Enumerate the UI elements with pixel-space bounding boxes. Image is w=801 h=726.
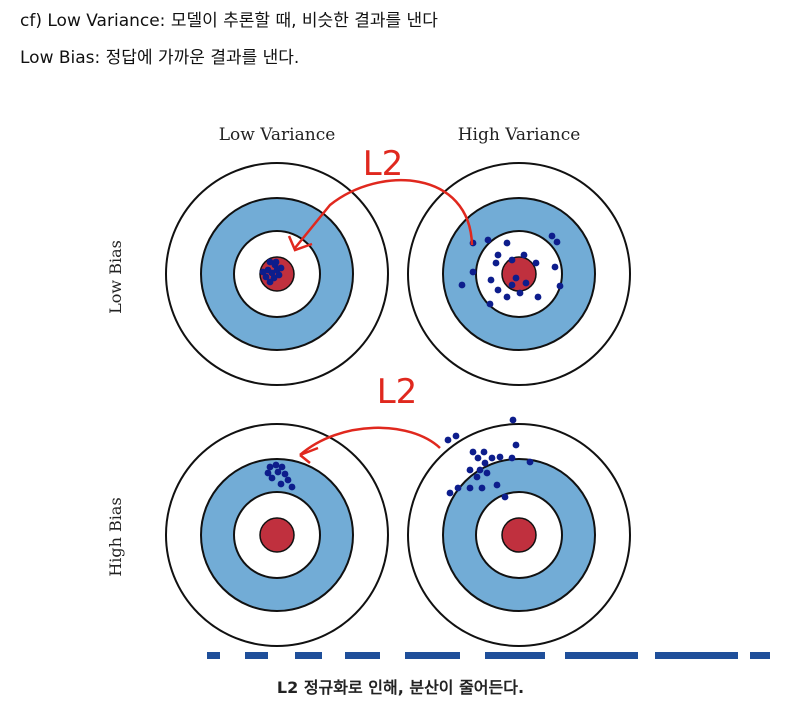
data-dot bbox=[516, 289, 524, 297]
data-dot bbox=[284, 476, 292, 484]
data-dot bbox=[512, 441, 520, 449]
data-dot bbox=[272, 461, 280, 469]
data-dot bbox=[275, 271, 283, 279]
data-dot bbox=[288, 483, 296, 491]
data-dot bbox=[444, 436, 452, 444]
data-dot bbox=[520, 251, 528, 259]
data-dot bbox=[259, 268, 267, 276]
data-dot bbox=[487, 276, 495, 284]
data-dot bbox=[501, 493, 509, 501]
data-dot bbox=[481, 459, 489, 467]
row-label-low-bias: Low Bias bbox=[106, 240, 125, 314]
data-dot bbox=[492, 259, 500, 267]
target-bullseye bbox=[259, 517, 295, 553]
data-dot bbox=[522, 279, 530, 287]
caption: L2 정규화로 인해, 분산이 줄어든다. bbox=[276, 678, 525, 697]
data-dot bbox=[503, 293, 511, 301]
intro-line-variance: cf) Low Variance: 모델이 추론할 때, 비슷한 결과를 낸다 bbox=[20, 11, 438, 31]
dash-segment bbox=[207, 652, 220, 659]
data-dot bbox=[266, 463, 274, 471]
dash-segment bbox=[345, 652, 380, 659]
data-dot bbox=[534, 293, 542, 301]
data-dot bbox=[494, 251, 502, 259]
dash-segment bbox=[295, 652, 322, 659]
data-dot bbox=[466, 484, 474, 492]
dash-segment bbox=[485, 652, 545, 659]
col-label-high-variance: High Variance bbox=[458, 125, 581, 145]
row-label-high-bias: High Bias bbox=[106, 497, 125, 576]
dash-segment bbox=[405, 652, 460, 659]
data-dot bbox=[488, 454, 496, 462]
col-label-low-variance: Low Variance bbox=[219, 125, 336, 145]
data-dot bbox=[266, 278, 274, 286]
data-dot bbox=[469, 268, 477, 276]
data-dot bbox=[452, 432, 460, 440]
data-dot bbox=[268, 474, 276, 482]
intro-line-bias: Low Bias: 정답에 가까운 결과를 낸다. bbox=[20, 48, 300, 68]
data-dot bbox=[493, 481, 501, 489]
data-dot bbox=[483, 469, 491, 477]
data-dot bbox=[503, 239, 511, 247]
dash-segment bbox=[655, 652, 738, 659]
data-dot bbox=[494, 286, 502, 294]
data-dot bbox=[526, 458, 534, 466]
data-dot bbox=[262, 273, 270, 281]
data-dot bbox=[551, 263, 559, 271]
data-dot bbox=[277, 264, 285, 272]
annotation-arrow-top bbox=[294, 179, 474, 249]
data-dot bbox=[278, 463, 286, 471]
target-high-variance-low-bias bbox=[407, 162, 631, 386]
dash-segment bbox=[565, 652, 638, 659]
data-dot bbox=[446, 489, 454, 497]
dashed-divider bbox=[207, 652, 770, 659]
dash-segment bbox=[750, 652, 770, 659]
data-dot bbox=[508, 454, 516, 462]
annotation-label-top: L2 bbox=[363, 144, 404, 184]
data-dot bbox=[548, 232, 556, 240]
data-dot bbox=[474, 454, 482, 462]
data-dot bbox=[556, 282, 564, 290]
target-bullseye bbox=[501, 256, 537, 292]
data-dot bbox=[508, 256, 516, 264]
annotation-arrowhead-top bbox=[287, 235, 313, 252]
data-dot bbox=[512, 274, 520, 282]
data-dot bbox=[473, 473, 481, 481]
data-dot bbox=[266, 258, 274, 266]
data-dot bbox=[466, 466, 474, 474]
target-high-variance-high-bias bbox=[407, 423, 631, 647]
data-dot bbox=[469, 448, 477, 456]
data-dot bbox=[458, 281, 466, 289]
data-dot bbox=[553, 238, 561, 246]
data-dot bbox=[277, 480, 285, 488]
data-dot bbox=[281, 470, 289, 478]
data-dot bbox=[264, 469, 272, 477]
data-dot bbox=[486, 300, 494, 308]
data-dot bbox=[272, 258, 280, 266]
annotation-arrow-bottom bbox=[299, 426, 441, 456]
annotation-arrowhead-bottom bbox=[299, 446, 319, 464]
annotation-label-bottom: L2 bbox=[377, 372, 418, 412]
target-low-variance-high-bias bbox=[165, 423, 389, 647]
data-dot bbox=[508, 281, 516, 289]
data-dot bbox=[454, 484, 462, 492]
data-dot bbox=[509, 416, 517, 424]
data-dot bbox=[532, 259, 540, 267]
data-dot bbox=[484, 236, 492, 244]
data-dot bbox=[496, 453, 504, 461]
data-dot bbox=[478, 484, 486, 492]
data-dot bbox=[480, 448, 488, 456]
data-dot bbox=[476, 466, 484, 474]
data-dot bbox=[274, 468, 282, 476]
dash-segment bbox=[245, 652, 268, 659]
target-bullseye bbox=[501, 517, 537, 553]
